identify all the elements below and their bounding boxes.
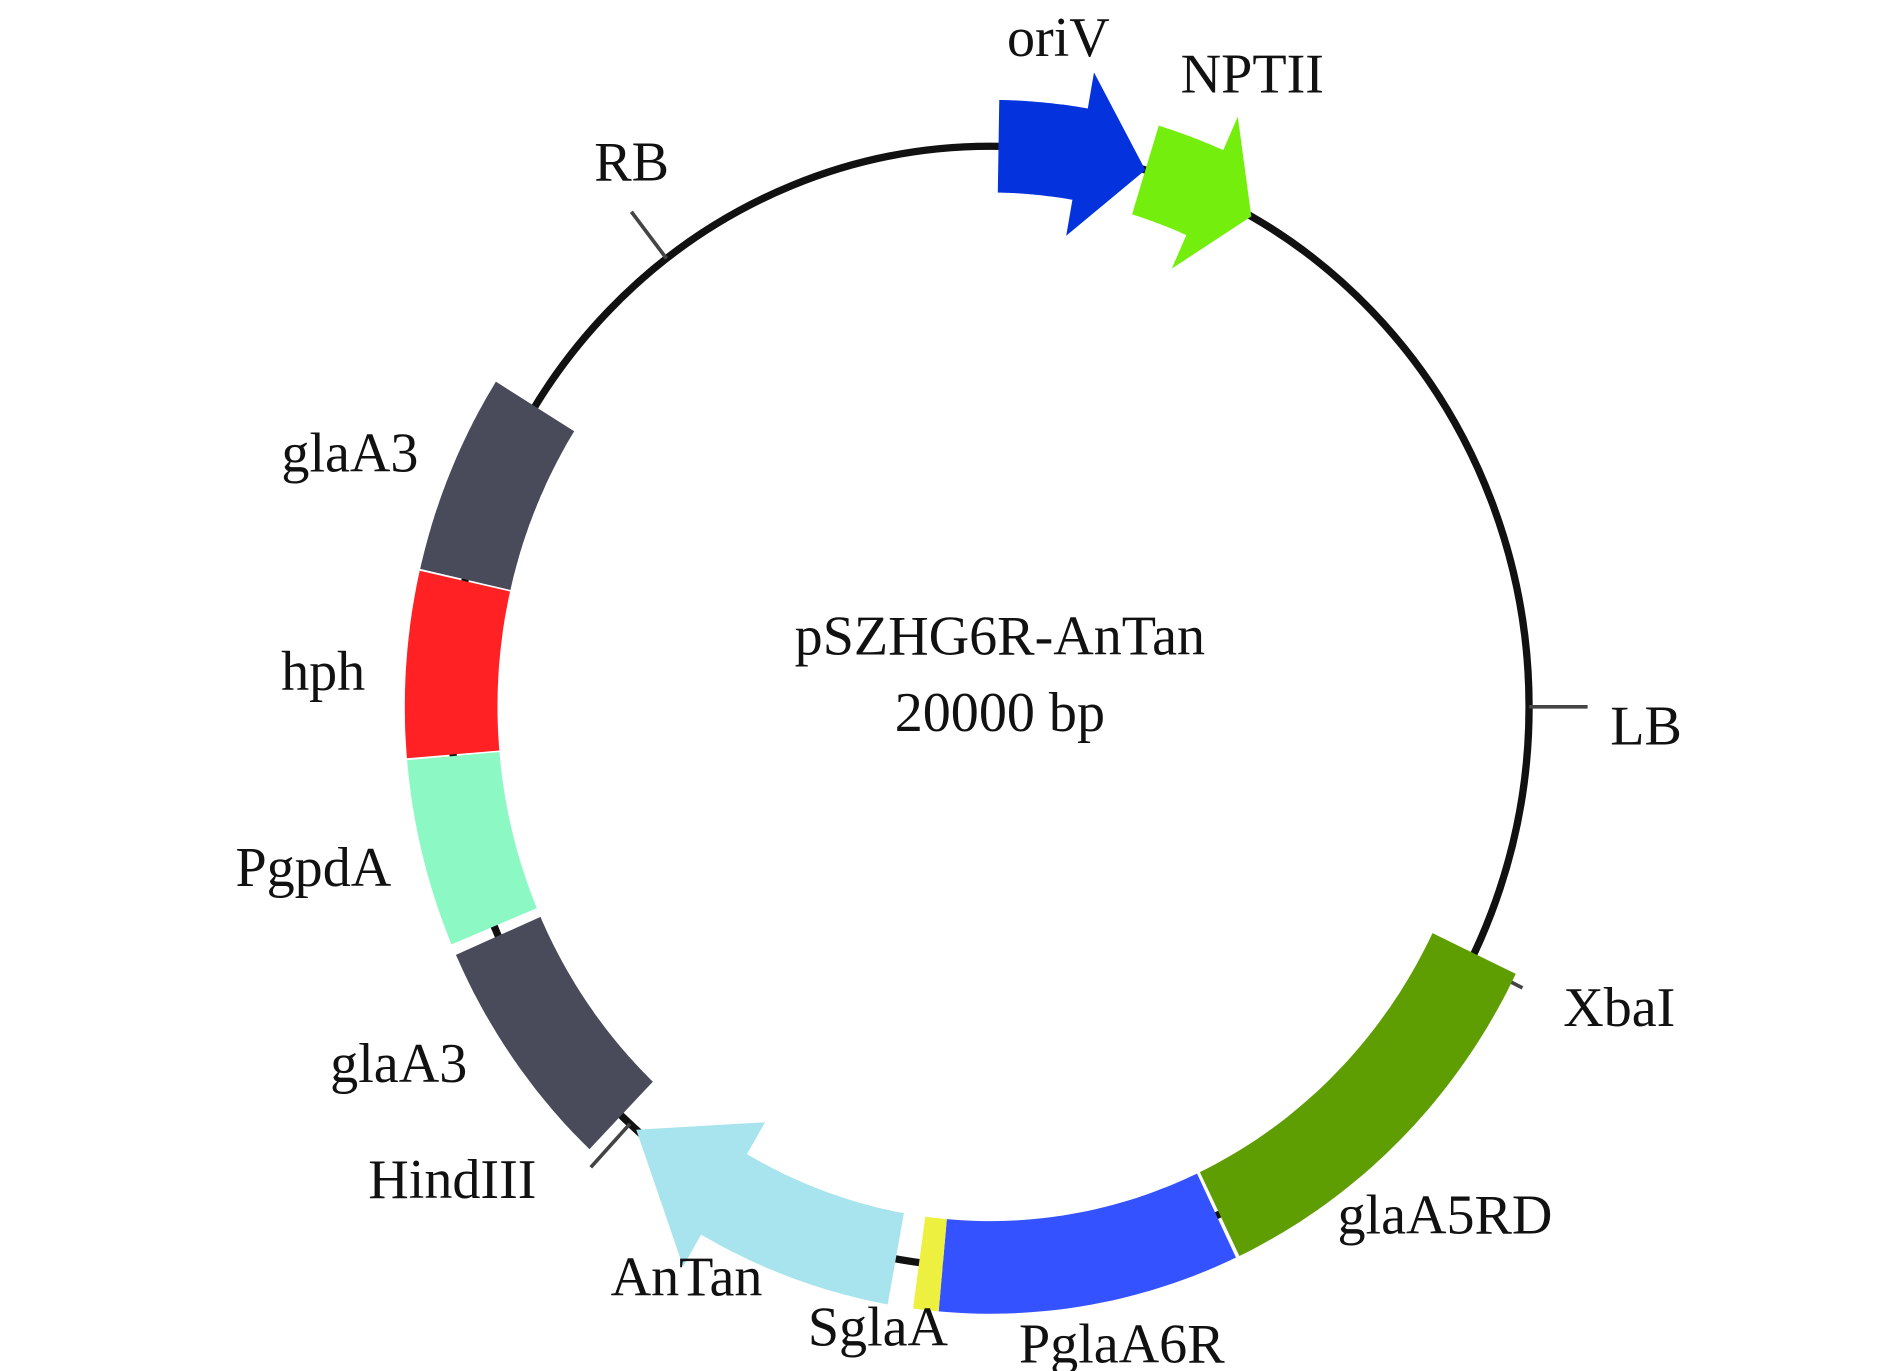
label-glaA3-upper: glaA3: [281, 423, 418, 485]
site-tick-HindIII: [589, 1122, 632, 1169]
label-PglaA6R: PglaA6R: [1019, 1313, 1225, 1371]
feature-glaA5RD-2: [1199, 933, 1516, 1256]
feature-PglaA6R-3: [938, 1173, 1236, 1314]
label-AnTan: AnTan: [611, 1246, 763, 1308]
label-glaA3-lower: glaA3: [330, 1033, 467, 1095]
feature-SglaA-4: [913, 1216, 947, 1312]
feature-hph-8: [404, 570, 511, 759]
feature-PgpdA-7: [407, 752, 537, 945]
label-RB: RB: [594, 131, 669, 193]
feature-oriV-0: [997, 72, 1146, 236]
label-glaA5RD: glaA5RD: [1337, 1184, 1552, 1246]
plasmid-size: 20000 bp: [895, 682, 1105, 744]
label-SglaA: SglaA: [808, 1296, 949, 1358]
label-PgpdA: PgpdA: [235, 837, 391, 899]
plasmid-name: pSZHG6R-AnTan: [795, 605, 1205, 667]
label-NPTII: NPTII: [1181, 44, 1324, 106]
feature-NPTII-1: [1132, 116, 1252, 269]
label-hph: hph: [281, 641, 365, 703]
label-oriV: oriV: [1007, 7, 1110, 69]
site-tick-RB: [629, 210, 668, 260]
feature-glaA3-9: [420, 381, 575, 590]
label-XbaI: XbaI: [1563, 977, 1675, 1039]
feature-AnTan-5: [636, 1122, 904, 1305]
feature-glaA3-6: [455, 916, 653, 1150]
label-HindIII: HindIII: [368, 1149, 536, 1211]
label-LB: LB: [1610, 696, 1682, 758]
